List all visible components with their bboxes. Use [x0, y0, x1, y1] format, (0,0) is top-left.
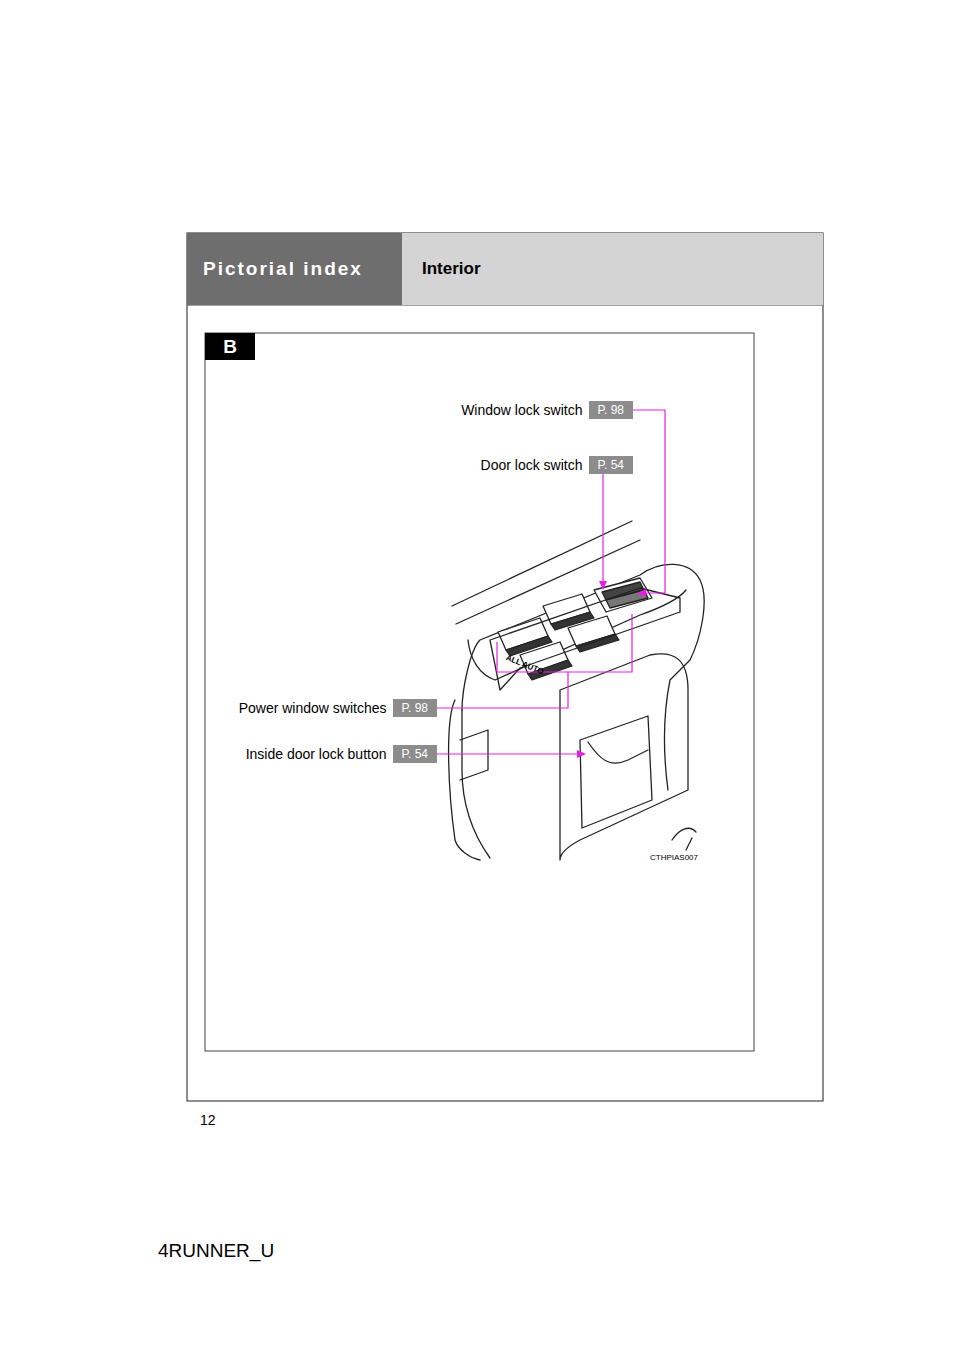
callout: Power window switches P. 98 — [239, 699, 437, 717]
callout-label: Inside door lock button — [246, 746, 387, 762]
image-code: CTHPIAS007 — [650, 853, 698, 862]
callout: Inside door lock button P. 54 — [246, 745, 437, 763]
page-frame — [187, 233, 823, 1101]
callout-label: Window lock switch — [461, 402, 582, 418]
heading-text: B — [223, 336, 237, 358]
page-reference: P. 98 — [589, 401, 633, 419]
section-band: Interior — [402, 233, 823, 305]
page-reference: P. 54 — [393, 745, 437, 763]
page-number: 12 — [200, 1112, 216, 1128]
leader-lines — [437, 410, 665, 754]
callout-label: Power window switches — [239, 700, 387, 716]
callout: Door lock switch P. 54 — [481, 456, 633, 474]
heading-text: Interior — [422, 259, 481, 279]
callout: Window lock switch P. 98 — [461, 401, 633, 419]
heading-text: Pictorial index — [203, 258, 363, 280]
page-reference: P. 54 — [589, 456, 633, 474]
model-code: 4RUNNER_U — [158, 1240, 274, 1262]
callout-label: Door lock switch — [481, 457, 583, 473]
inner-frame — [205, 333, 754, 1051]
arrowheads — [577, 581, 646, 758]
figure-letter: B — [205, 333, 255, 360]
door-panel-illustration — [449, 521, 705, 860]
page-reference: P. 98 — [393, 699, 437, 717]
section-tab: Pictorial index — [187, 233, 402, 305]
